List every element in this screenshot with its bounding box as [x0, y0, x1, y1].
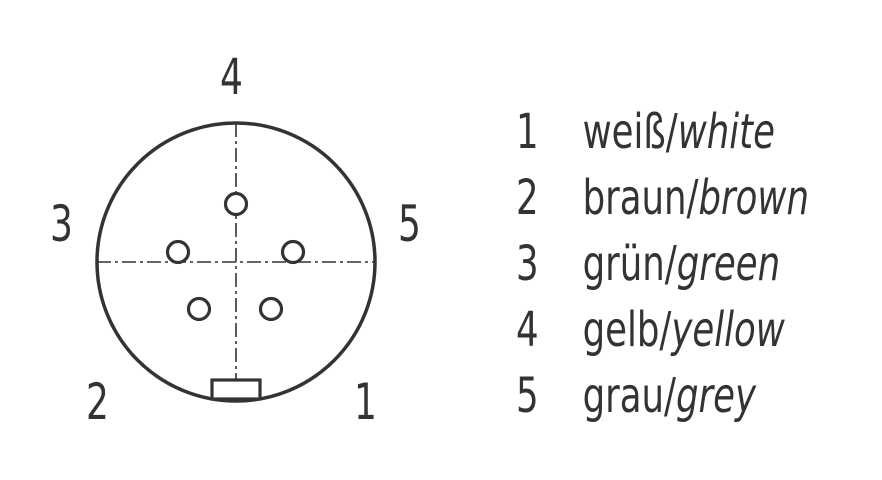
legend-german: grün: [582, 236, 665, 292]
legend-english: brown: [698, 170, 809, 226]
legend-german: grau: [582, 368, 665, 424]
pin-hole-4: [223, 191, 249, 217]
legend-separator: /: [659, 302, 672, 358]
pin-hole-3: [165, 239, 191, 265]
pin-label-left: 3: [50, 195, 73, 253]
legend-german: gelb: [582, 302, 660, 358]
pin-label-bottom-right: 1: [354, 373, 377, 431]
legend-number: 4: [516, 302, 539, 358]
pin-hole-5: [280, 239, 306, 265]
coding-key: [210, 378, 262, 401]
pin-hole-1: [258, 296, 284, 322]
legend-english: white: [677, 104, 775, 160]
pin-hole-2: [186, 296, 212, 322]
legend-number: 3: [516, 236, 539, 292]
pin-label-bottom-left: 2: [86, 373, 109, 431]
legend-number: 5: [516, 368, 539, 424]
legend-english: yellow: [671, 302, 785, 358]
legend-separator: /: [664, 236, 677, 292]
legend-english: green: [676, 236, 781, 292]
legend-english: grey: [676, 368, 757, 424]
legend-german: weiß: [582, 104, 666, 160]
legend-number: 1: [516, 104, 539, 160]
legend-separator: /: [686, 170, 699, 226]
pin-label-right: 5: [398, 195, 421, 253]
legend-number: 2: [516, 170, 539, 226]
pin-label-top: 4: [220, 48, 243, 106]
legend-separator: /: [664, 368, 677, 424]
legend-german: braun: [582, 170, 687, 226]
legend-separator: /: [665, 104, 678, 160]
